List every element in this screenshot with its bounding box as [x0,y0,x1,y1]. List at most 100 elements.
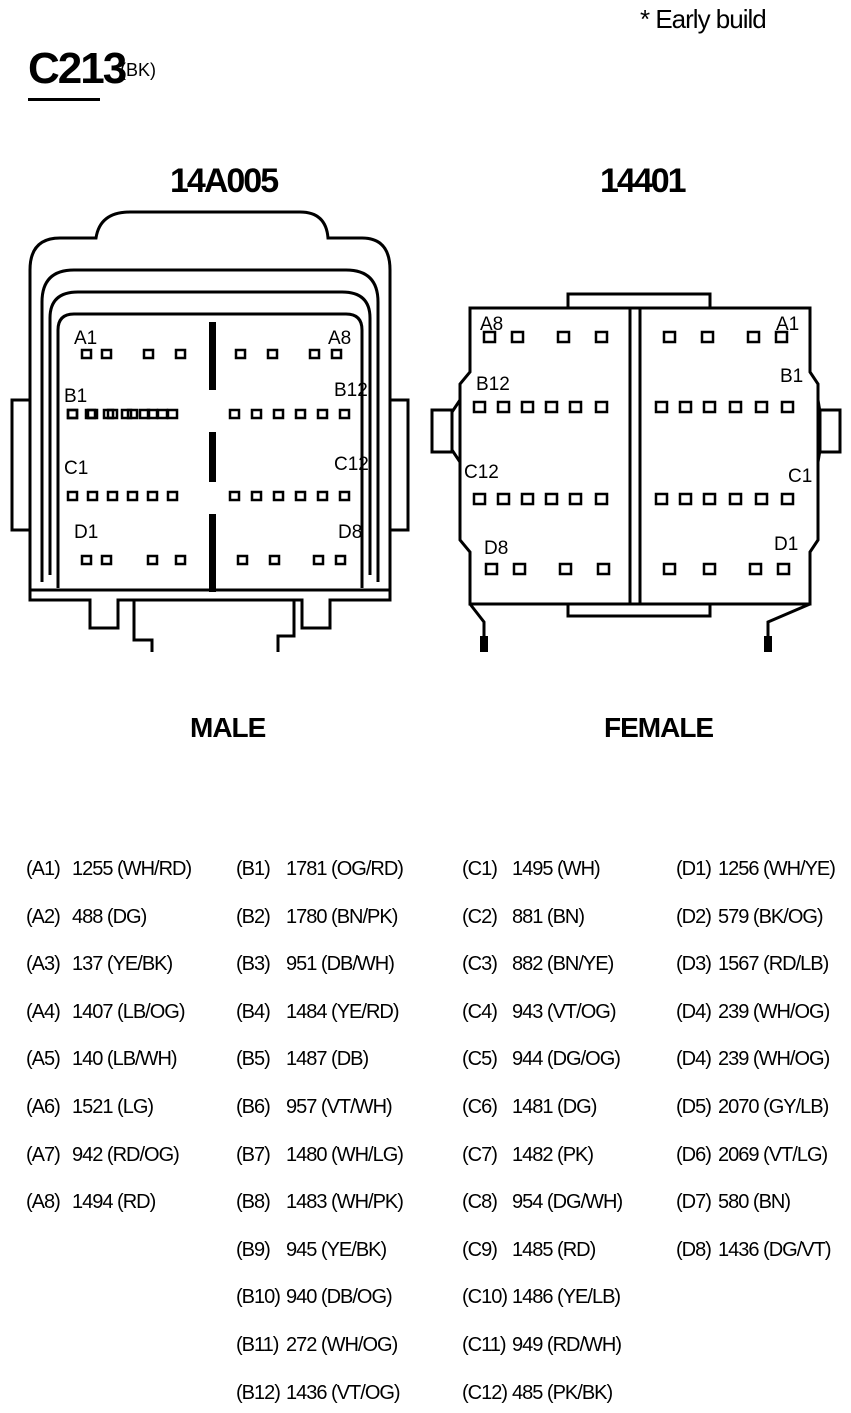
male-cavity [120,408,133,420]
circuit-wire-color: 579 (BK/OG) [718,905,824,928]
circuit-wire-color: 1486 (YE/LB) [512,1286,621,1309]
male-cavity [268,554,281,566]
female-cavity [568,492,583,506]
pin-number: (D2) [676,905,712,928]
pin-number: (C6) [462,1096,498,1118]
pin-number: (C5) [462,1048,498,1071]
female-cavity [568,400,583,414]
pin-number: (D4) [676,1048,712,1071]
female-cavity [662,330,677,344]
male-cavity [338,408,351,420]
female-cavity [780,492,795,506]
pin-number: (B12) [236,1381,281,1404]
female-cavity [754,492,769,506]
pin-number: (A1) [26,858,61,880]
circuit-wire-color: 1436 (DG/VT) [718,1238,831,1261]
male-cavity [272,490,285,502]
circuit-wire-color: 137 (YE/BK) [72,953,173,976]
circuit-wire-color: 1482 (PK) [512,1143,594,1166]
female-cavity [776,562,791,576]
male-cavity [126,490,139,502]
pin-number: (B6) [236,1096,271,1118]
early-build-note: * Early build [640,4,767,34]
circuit-wire-color: 239 (WH/OG) [718,1048,830,1071]
female-cavity [702,562,717,576]
male-cavity [234,348,247,360]
circuit-wire-color: 943 (VT/OG) [512,1000,616,1023]
circuit-wire-color: 954 (DG/WH) [512,1191,623,1214]
male-cavity-grid [66,348,351,566]
female-label-c12: C12 [464,462,499,483]
male-cavity [250,408,263,420]
circuit-wire-color: 1480 (WH/LG) [286,1143,404,1166]
male-label-b12: B12 [334,380,368,401]
male-face-labels: A1 A8 B1 B12 C1 C12 D1 D8 [64,328,369,543]
circuit-wire-color: 1521 (LG) [72,1096,154,1118]
male-cavity [106,408,119,420]
female-cavity [594,400,609,414]
connector-id: C213 [28,44,127,93]
pin-number: (C11) [462,1334,507,1356]
female-label-b1: B1 [780,366,803,387]
pin-number: (C2) [462,905,498,928]
circuit-wire-color: 881 (BN) [512,905,585,928]
circuit-wire-color: 949 (RD/WH) [512,1334,622,1356]
female-pin-stubs [480,636,772,652]
male-cavity [86,490,99,502]
pin-number: (D7) [676,1191,712,1214]
female-cavity [510,330,525,344]
pin-number: (B4) [236,1000,271,1023]
male-cavity [334,554,347,566]
female-cavity [594,492,609,506]
male-cavity [86,408,99,420]
circuit-wire-color: 488 (DG) [72,905,147,928]
male-label-a8: A8 [328,328,351,349]
circuit-wire-color: 1436 (VT/OG) [286,1381,401,1404]
circuit-wire-color: 1485 (RD) [512,1238,596,1261]
female-label: FEMALE [604,712,714,743]
male-cavity [266,348,279,360]
pin-number: (B8) [236,1191,271,1214]
pin-number: (A8) [26,1191,61,1214]
female-cavity [774,330,789,344]
pin-number: (B1) [236,858,271,880]
pin-number: (C12) [462,1381,508,1404]
female-label-b12: B12 [476,374,510,395]
circuit-wire-color: 957 (VT/WH) [286,1096,393,1118]
female-cavity [496,400,511,414]
pin-number: (C7) [462,1143,498,1166]
female-cavity [556,330,571,344]
male-label-b1: B1 [64,386,87,407]
female-cavity [678,492,693,506]
female-cavity [700,330,715,344]
circuit-wire-color: 1567 (RD/LB) [718,953,829,976]
circuit-wire-color: 1484 (YE/RD) [286,1000,399,1023]
pin-number: (D6) [676,1143,712,1166]
female-cavity [472,492,487,506]
male-cavity [146,554,159,566]
female-cavity [748,562,763,576]
pin-number: (A5) [26,1048,61,1071]
male-cavity [146,490,159,502]
pin-number: (B10) [236,1286,281,1309]
pin-number: (D4) [676,1000,712,1023]
male-cavity [156,408,169,420]
male-cavity [294,408,307,420]
male-cavity [236,554,249,566]
circuit-wire-color: 1407 (LB/OG) [72,1000,186,1023]
circuit-wire-color: 485 (PK/BK) [512,1381,613,1404]
female-label-a1: A1 [776,314,799,335]
female-label-d1: D1 [774,534,798,555]
female-cavity [702,492,717,506]
male-cavity [80,554,93,566]
circuit-wire-color: 1255 (WH/RD) [72,858,192,880]
male-cavity [142,348,155,360]
pin-number: (B11) [236,1334,279,1356]
female-cavity [482,330,497,344]
female-face-labels: A8 A1 B12 B1 C12 C1 D8 D1 [464,314,812,559]
female-center-divider [628,308,642,604]
circuit-wire-color: 942 (RD/OG) [72,1143,180,1166]
male-cavity [66,490,79,502]
circuit-wire-color: 1481 (DG) [512,1096,597,1118]
male-cavity [146,408,159,420]
